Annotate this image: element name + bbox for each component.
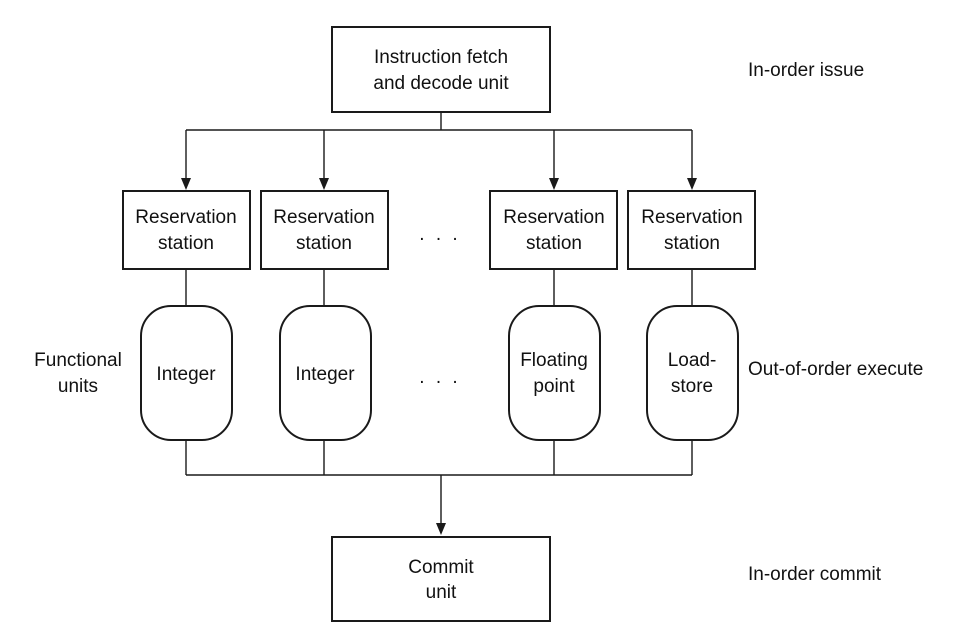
reservation-station-label-line1: Reservation <box>641 207 742 228</box>
reservation-station-label-line1: Reservation <box>273 207 374 228</box>
in-order-commit-label: In-order commit <box>748 564 882 585</box>
reservation-station-label-line2: station <box>296 233 352 254</box>
functional-unit-label-line2: point <box>533 376 575 397</box>
reservation-station-4: Reservation station <box>627 190 756 270</box>
commit-arrow <box>436 523 446 535</box>
functional-unit-label-line1: Integer <box>156 364 216 385</box>
functional-unit-ellipsis: . . . <box>419 367 460 388</box>
functional-unit-load-store: Load- store <box>646 305 739 441</box>
issue-arrow-1 <box>181 178 191 190</box>
functional-unit-label-line1: Load- <box>668 350 717 371</box>
reservation-station-label-line2: station <box>526 233 582 254</box>
reservation-station-label-line1: Reservation <box>503 207 604 228</box>
issue-arrow-3 <box>549 178 559 190</box>
reservation-station-ellipsis: . . . <box>419 224 460 245</box>
reservation-station-label-line1: Reservation <box>135 207 236 228</box>
functional-units-side-label-line1: Functional <box>34 350 122 371</box>
functional-unit-label-line2: store <box>671 376 713 397</box>
issue-arrow-4 <box>687 178 697 190</box>
out-of-order-execute-label: Out-of-order execute <box>748 359 923 380</box>
reservation-station-1: Reservation station <box>122 190 251 270</box>
issue-arrow-2 <box>319 178 329 190</box>
reservation-station-label-line2: station <box>664 233 720 254</box>
fetch-decode-unit: Instruction fetch and decode unit <box>331 26 551 113</box>
reservation-station-3: Reservation station <box>489 190 618 270</box>
functional-unit-integer-2: Integer <box>279 305 372 441</box>
functional-unit-floating-point: Floating point <box>508 305 601 441</box>
in-order-issue-label: In-order issue <box>748 60 864 81</box>
functional-units-side-label-line2: units <box>58 376 98 397</box>
commit-unit-label-line2: unit <box>426 582 457 603</box>
fetch-unit-label-line1: Instruction fetch <box>374 47 508 68</box>
reservation-station-label-line2: station <box>158 233 214 254</box>
commit-unit-label-line1: Commit <box>408 557 474 578</box>
fetch-unit-label-line2: and decode unit <box>373 73 509 94</box>
reservation-station-2: Reservation station <box>260 190 389 270</box>
functional-unit-integer-1: Integer <box>140 305 233 441</box>
functional-unit-label-line1: Integer <box>295 364 355 385</box>
connectors <box>181 112 697 535</box>
commit-unit: Commit unit <box>331 536 551 622</box>
functional-unit-label-line1: Floating <box>520 350 588 371</box>
